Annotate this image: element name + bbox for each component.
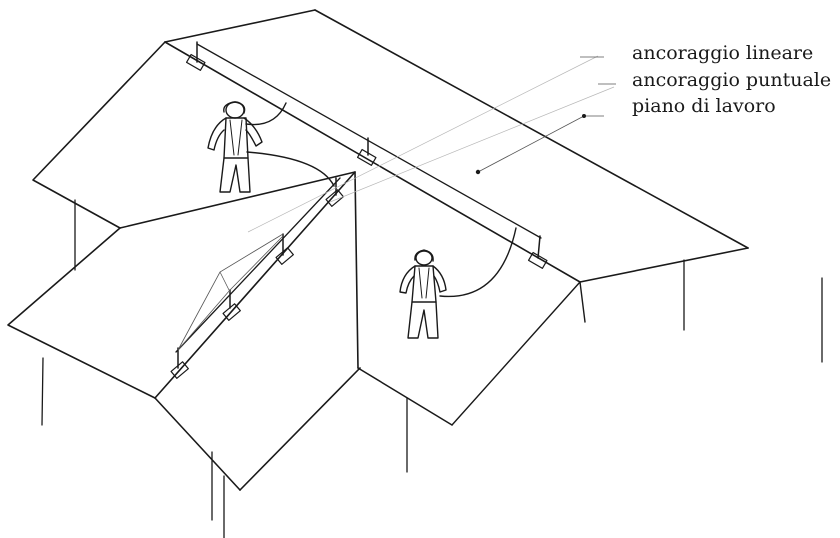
legend-point-anchor: ancoraggio puntuale [632, 68, 832, 91]
main-lifeline [185, 41, 548, 269]
walls [41, 199, 823, 538]
worker-upper [207, 101, 335, 193]
gable-lifeline [170, 177, 344, 379]
worker-lower [399, 227, 517, 339]
legend: ancoraggio lineare ancoraggio puntuale p… [632, 40, 831, 120]
cross-gable-roof [7, 171, 453, 491]
legend-linear-anchor: ancoraggio lineare [632, 42, 814, 64]
main-roof [32, 9, 749, 426]
legend-work-plane: piano di lavoro [632, 95, 776, 117]
legend-leader-lines [247, 55, 616, 233]
